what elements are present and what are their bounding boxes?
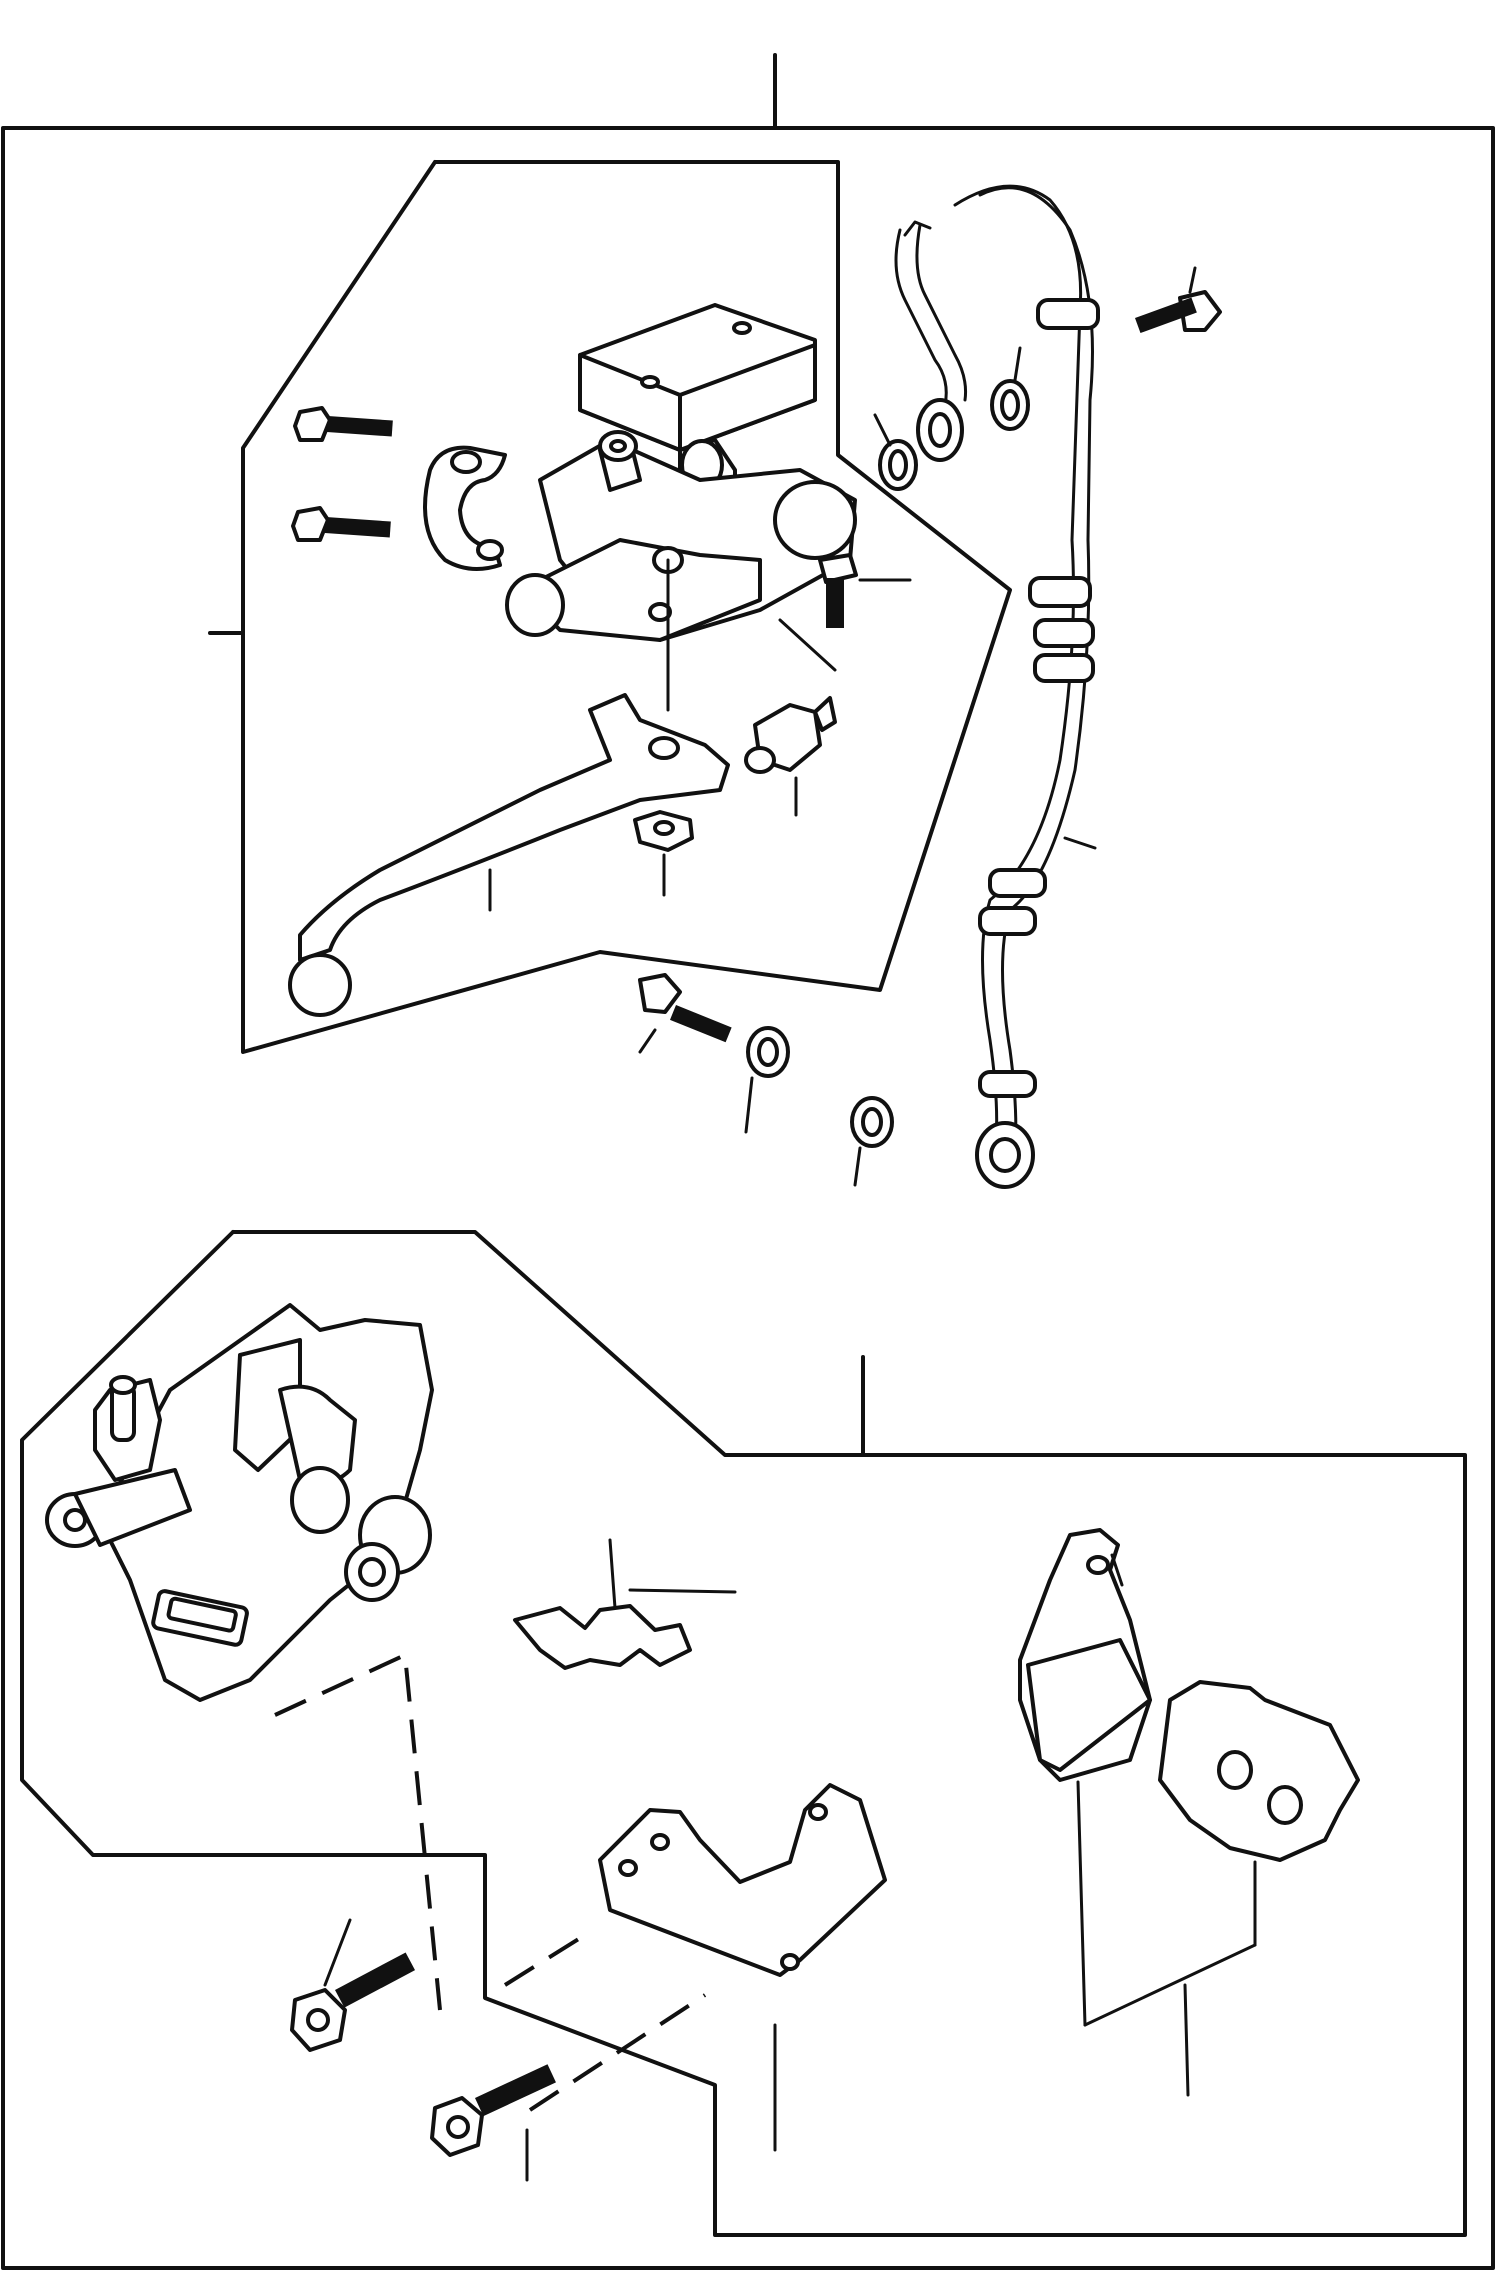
clamp-bolt-lower bbox=[291, 506, 391, 542]
sealing-washer-3 bbox=[744, 1026, 790, 1134]
sealing-washer-1 bbox=[990, 346, 1030, 431]
brake-pad-outer bbox=[1158, 1680, 1360, 1862]
assembly-line-2 bbox=[503, 1933, 587, 1987]
brake-hose bbox=[953, 184, 1100, 1189]
banjo-bolt-upper bbox=[1135, 266, 1222, 334]
outer-frame bbox=[1, 126, 1495, 2270]
assembly-line-1 bbox=[274, 1652, 442, 2011]
pad-callout-lines bbox=[1076, 1780, 1257, 2097]
brake-pad-inner bbox=[1018, 1528, 1152, 1782]
brake-lever bbox=[288, 693, 730, 1017]
caliper-subassembly-outline bbox=[20, 1230, 1467, 2237]
brake-light-switch bbox=[744, 696, 837, 817]
pad-spring bbox=[513, 1538, 737, 1670]
clamp-bolt-upper bbox=[293, 406, 393, 442]
banjo-bolt-lower bbox=[638, 973, 732, 1054]
hose-upper-fitting bbox=[894, 220, 967, 462]
master-cylinder-subassembly-outline bbox=[241, 160, 1012, 1054]
lever-pivot-nut bbox=[633, 810, 694, 897]
caliper-mount-bolt-upper bbox=[290, 1918, 416, 2052]
caliper-mount-bolt-lower bbox=[430, 2064, 556, 2182]
brake-caliper bbox=[45, 1303, 434, 1702]
caliper-bracket bbox=[598, 1783, 887, 2152]
handlebar-clamp bbox=[423, 445, 507, 571]
lever-pivot-bolt bbox=[778, 553, 912, 672]
assembly-line-3 bbox=[528, 1993, 707, 2112]
master-cylinder-body bbox=[505, 430, 857, 712]
sealing-washer-2 bbox=[873, 413, 918, 491]
sealing-washer-4 bbox=[850, 1096, 894, 1187]
